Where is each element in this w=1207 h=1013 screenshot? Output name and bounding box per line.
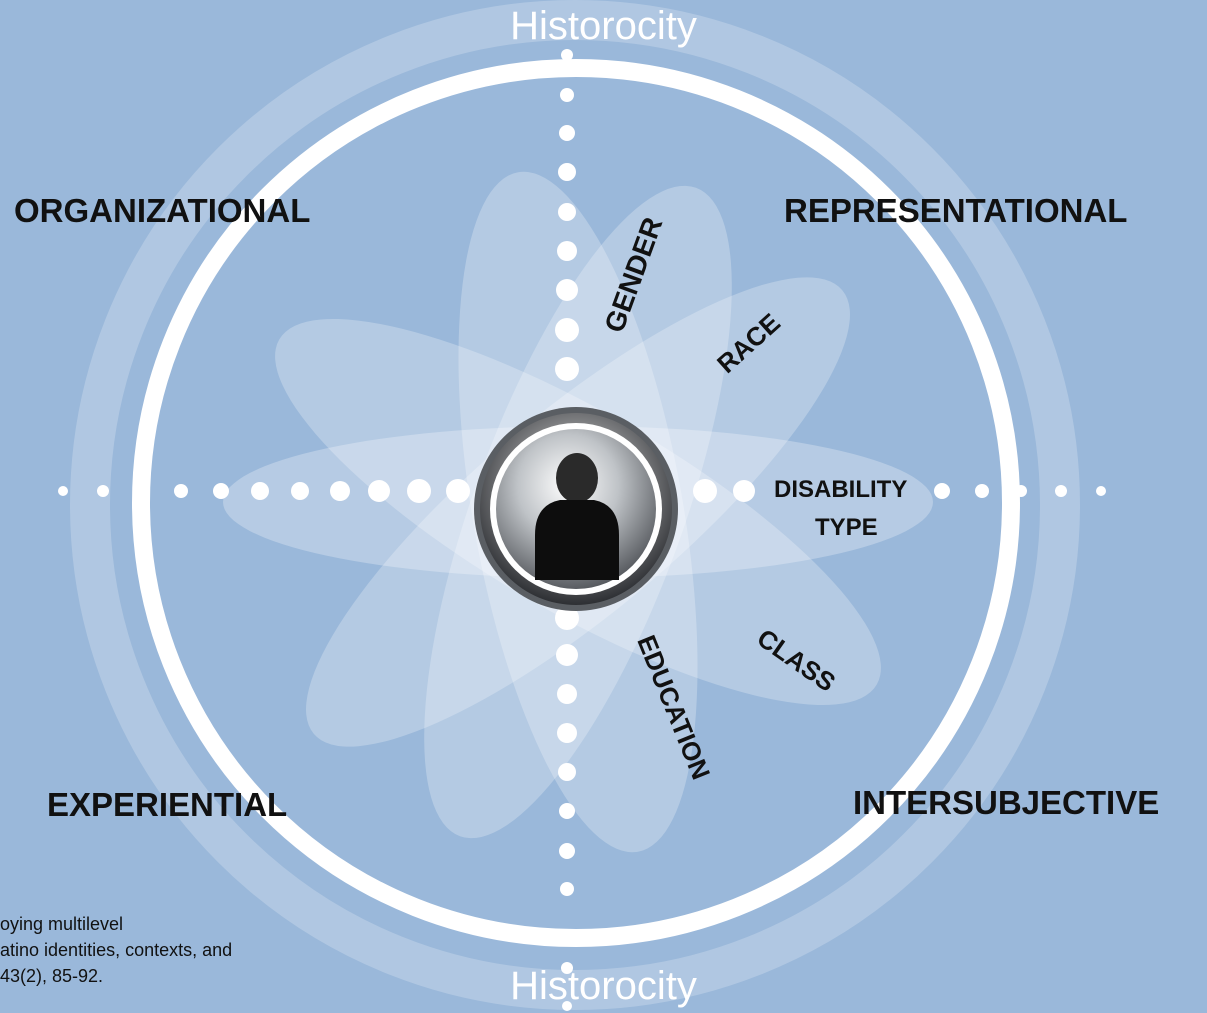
citation-line: 43(2), 85-92. [0,966,104,986]
person-silhouette-icon [535,453,619,580]
citation-line: oying multilevel [0,914,124,934]
quadrant-representational: REPRESENTATIONAL [784,192,1128,229]
vertical-dots [555,49,579,1011]
outer-faint-ring [70,0,1080,1010]
historocity-top-label: Historocity [510,4,697,48]
historocity-bottom-label: Historocity [510,964,697,1008]
citation-text: oying multilevel atino identities, conte… [0,911,232,989]
quadrant-intersubjective: INTERSUBJECTIVE [853,784,1160,821]
petal-label-type: TYPE [815,514,878,541]
center-person-button [474,407,678,611]
citation-line: atino identities, contexts, and [0,940,233,960]
quadrant-organizational: ORGANIZATIONAL [14,192,311,229]
dotted-axes [58,49,1106,1011]
main-ring [132,59,1020,947]
horizontal-dots [58,479,1106,503]
petal-label-disability: DISABILITY [774,476,908,503]
quadrant-experiential: EXPERIENTIAL [47,786,288,823]
